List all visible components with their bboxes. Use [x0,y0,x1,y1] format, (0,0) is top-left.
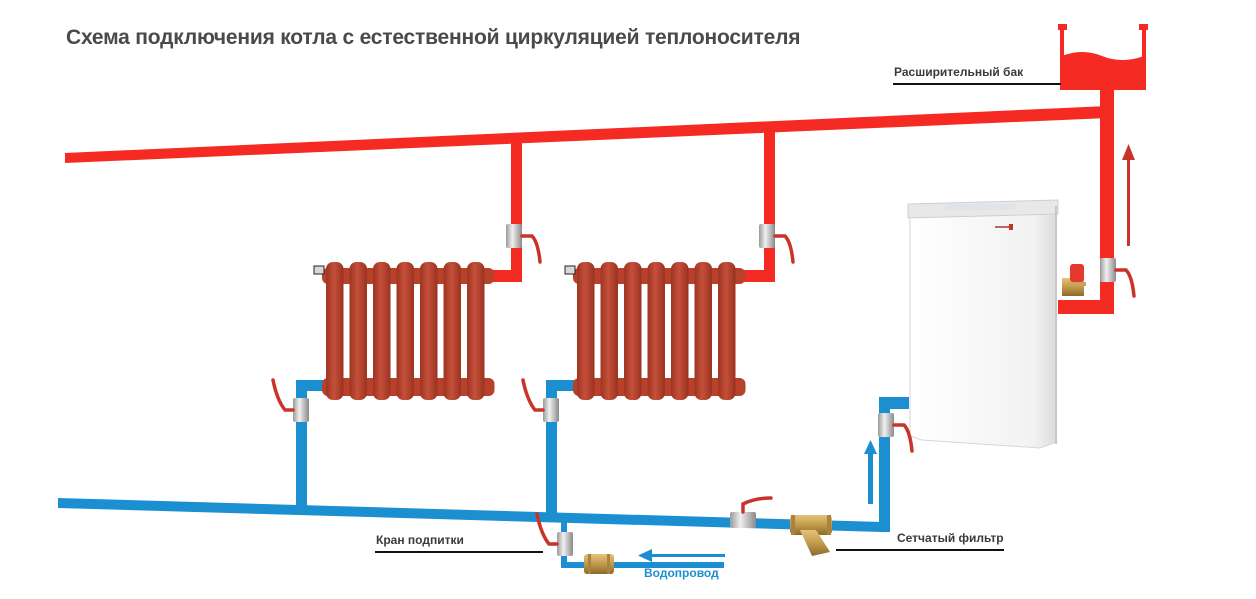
radiator-section [600,262,618,400]
radiator-section [624,262,642,400]
flow-arrow-blue-up-icon [864,440,877,504]
radiator1-supply-drop [511,140,522,282]
radiator [313,262,495,400]
radiator-section [694,262,712,400]
radiator-section [718,262,736,400]
ball-valve-icon [730,496,773,528]
makeup-valve-label: Кран подпитки [376,533,464,547]
radiator1-return-riser [296,380,307,506]
safety-valve-icon [1062,264,1086,296]
makeup-valve-underline [375,551,543,553]
supply-riser-pipe [1100,84,1114,314]
radiator-section [467,262,485,400]
radiator-section [420,262,438,400]
mesh-filter-underline [836,549,1004,551]
radiator2-supply-elbow [740,270,775,282]
water-supply-label: Водопровод [644,566,719,580]
radiator-section [349,262,367,400]
air-vent-icon [564,265,576,275]
check-valve-icon [584,554,614,574]
radiator-section [671,262,689,400]
boiler-outlet-pipe [1058,300,1114,314]
radiator-section [577,262,595,400]
radiator-section [396,262,414,400]
boiler-logo-icon [995,224,1013,230]
ball-valve-icon [759,224,795,264]
makeup-horizontal-pipe [561,562,724,568]
radiator-section [443,262,461,400]
valves-group [271,224,1136,556]
ball-valve-icon [521,378,559,422]
ball-valve-icon [535,512,573,556]
radiator2-return-riser [546,380,557,516]
ball-valve-icon [271,378,309,422]
radiator2-return-elbow [546,380,582,391]
boiler-inlet-elbow [879,397,909,409]
mesh-filter-icon [790,515,832,556]
ball-valve-icon [878,413,914,453]
return-main-pipe [58,498,882,532]
radiator1-return-elbow [296,380,332,391]
expansion-tank-underline [893,83,1061,85]
radiator1-supply-elbow [488,270,522,282]
ball-valve-icon [506,224,542,264]
radiator-section [647,262,665,400]
return-line [58,380,909,568]
radiator2-supply-drop [764,128,775,282]
water-supply-arrow-icon [638,549,725,562]
radiator [564,262,746,400]
mesh-filter-label: Сетчатый фильтр [897,531,1004,545]
radiator-section [373,262,391,400]
radiator-section [326,262,344,400]
expansion-tank-label: Расширительный бак [894,65,1024,79]
supply-main-pipe [65,106,1108,163]
expansion-tank [1058,24,1148,90]
radiators-group [313,262,746,400]
ball-valve-icon [1100,258,1136,298]
boiler-inlet-riser [879,399,890,532]
boiler [907,199,1059,449]
diagram-title: Схема подключения котла с естественной ц… [66,26,801,49]
flow-arrow-up-icon [1122,144,1135,246]
supply-line [65,84,1114,314]
air-vent-icon [313,265,325,275]
